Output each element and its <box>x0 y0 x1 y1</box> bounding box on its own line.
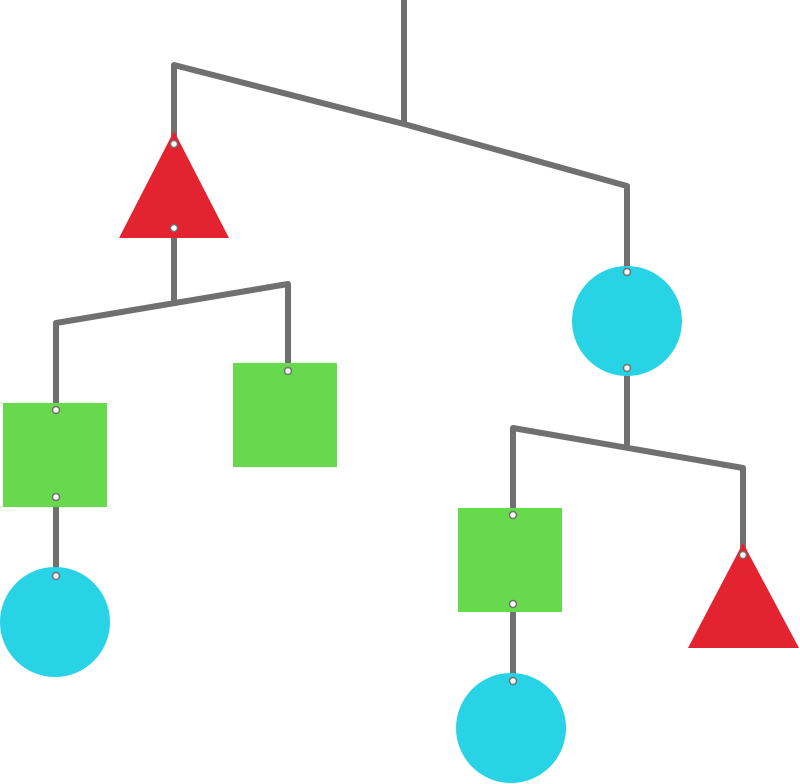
hook-points <box>51 139 748 686</box>
cyan-circle-bottom-right <box>456 673 566 783</box>
top-bar <box>171 62 630 276</box>
hook-dot <box>169 223 179 233</box>
red-triangle-right <box>688 543 799 648</box>
hook-dot <box>738 550 748 560</box>
hook-dot <box>508 676 518 686</box>
hook-dot <box>51 405 61 415</box>
cyan-circle-bottom-left <box>0 567 110 677</box>
left-bar <box>53 281 291 413</box>
hook-dot <box>508 510 518 520</box>
hook-dot <box>622 267 632 277</box>
green-square-right <box>458 508 562 612</box>
mobile-rods <box>53 0 746 685</box>
hook-dot <box>169 139 179 149</box>
red-triangle-top <box>119 131 229 238</box>
cyan-circle-right <box>572 266 682 376</box>
hook-dot <box>51 492 61 502</box>
hook-dot <box>51 571 61 581</box>
hook-dot <box>622 363 632 373</box>
hook-dot <box>508 599 518 609</box>
hook-dot <box>283 366 293 376</box>
green-square-middle <box>233 363 337 467</box>
green-square-left <box>3 403 107 507</box>
right-bar <box>510 425 746 559</box>
